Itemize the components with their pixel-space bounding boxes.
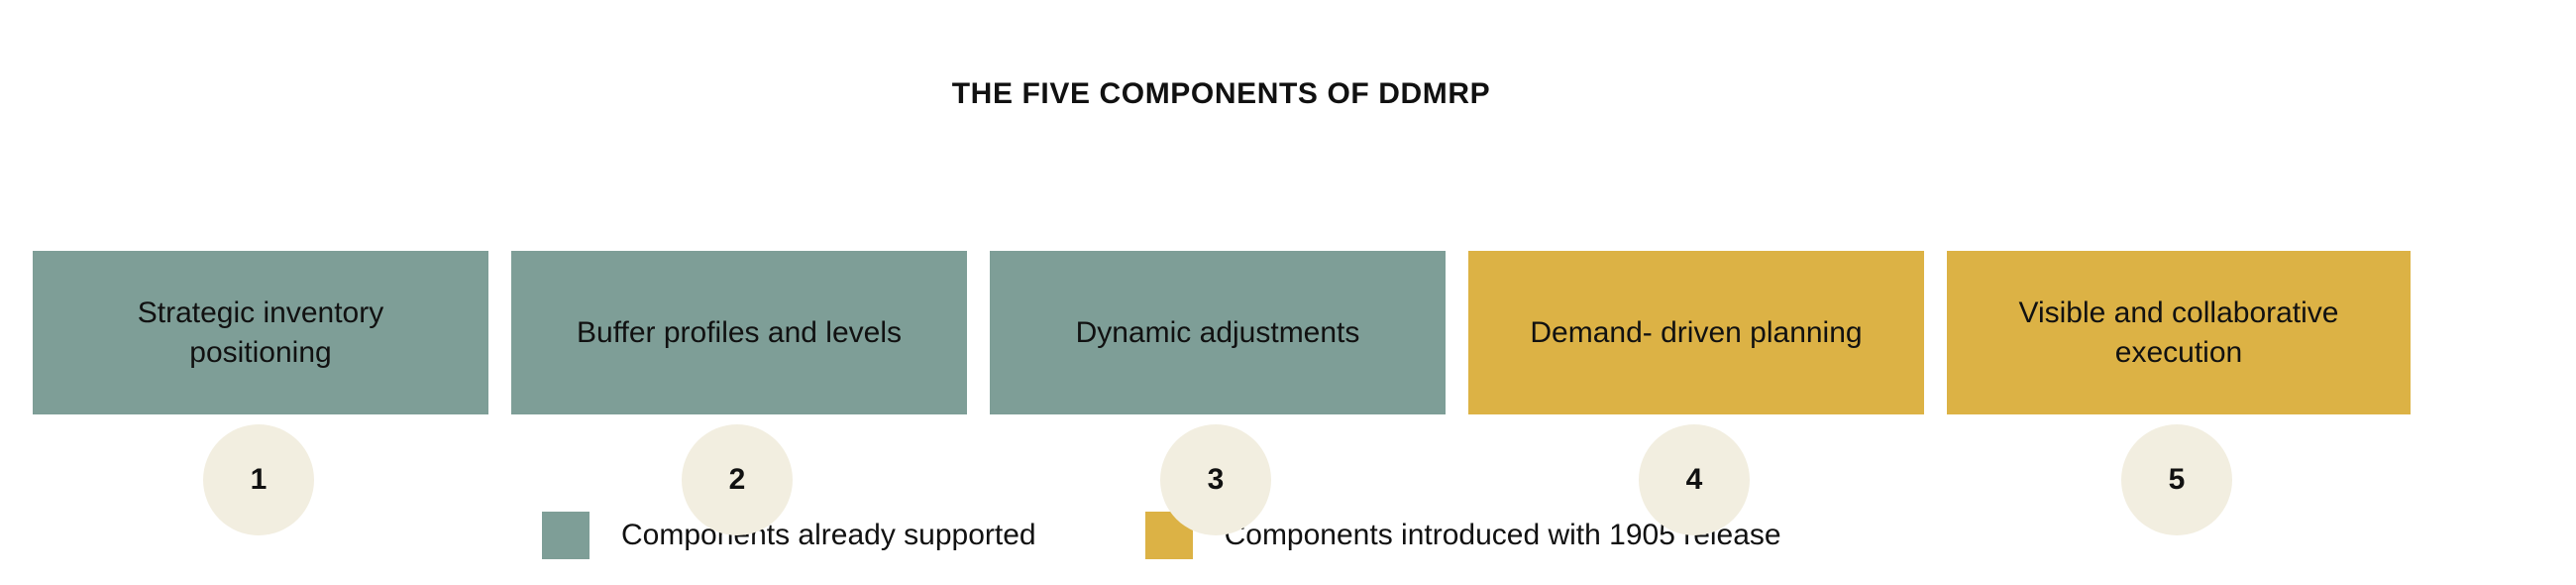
legend-label-supported: Components already supported bbox=[621, 519, 1036, 551]
step-number-1: 1 bbox=[250, 463, 268, 496]
step-number-4: 4 bbox=[1685, 463, 1703, 496]
step-number-5: 5 bbox=[2168, 463, 2186, 496]
step-number-3: 3 bbox=[1207, 463, 1225, 496]
components-row: Strategic inventory positioning 1 Buffer p… bbox=[33, 251, 2411, 535]
component-box-1[interactable]: Strategic inventory positioning bbox=[33, 251, 488, 414]
component-label-3: Dynamic adjustments bbox=[1075, 315, 1360, 349]
component-box-2[interactable]: Buffer profiles and levels bbox=[511, 251, 967, 414]
component-label-4: Demand- driven planning bbox=[1530, 315, 1863, 349]
component-label-5: Visible and collaborative execution bbox=[2018, 295, 2339, 369]
step-badge-3[interactable]: 3 bbox=[1160, 424, 1271, 535]
step-number-2: 2 bbox=[728, 463, 746, 496]
component-box-3[interactable]: Dynamic adjustments bbox=[990, 251, 1446, 414]
step-badge-2[interactable]: 2 bbox=[682, 424, 793, 535]
component-label-1: Strategic inventory positioning bbox=[137, 295, 384, 369]
component-box-4[interactable]: Demand- driven planning bbox=[1468, 251, 1924, 414]
step-badge-1[interactable]: 1 bbox=[203, 424, 314, 535]
step-badge-4[interactable]: 4 bbox=[1639, 424, 1750, 535]
step-badge-5[interactable]: 5 bbox=[2121, 424, 2232, 535]
component-box-5[interactable]: Visible and collaborative execution bbox=[1947, 251, 2411, 414]
page-title: THE FIVE COMPONENTS OF DDMRP bbox=[951, 77, 1491, 110]
legend-item-supported[interactable]: Components already supported bbox=[542, 512, 1036, 559]
component-label-2: Buffer profiles and levels bbox=[577, 315, 902, 349]
legend-swatch-supported bbox=[542, 512, 590, 559]
